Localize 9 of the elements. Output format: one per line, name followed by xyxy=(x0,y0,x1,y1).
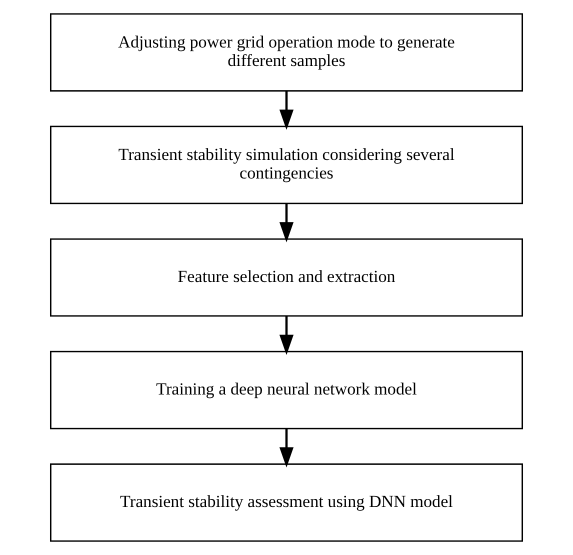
node-box: Transient stability assessment using DNN model xyxy=(50,463,524,542)
node-box: Feature selection and extraction xyxy=(50,238,524,317)
arrow xyxy=(279,90,294,130)
node-box: Transient stability simulation considering several contingencies xyxy=(50,126,524,204)
node-box: Adjusting power grid operation mode to generate different samples xyxy=(50,13,524,92)
arrow xyxy=(279,428,294,468)
arrow xyxy=(279,204,294,242)
arrow xyxy=(279,316,294,355)
node-box: Training a deep neural network model xyxy=(50,350,524,430)
